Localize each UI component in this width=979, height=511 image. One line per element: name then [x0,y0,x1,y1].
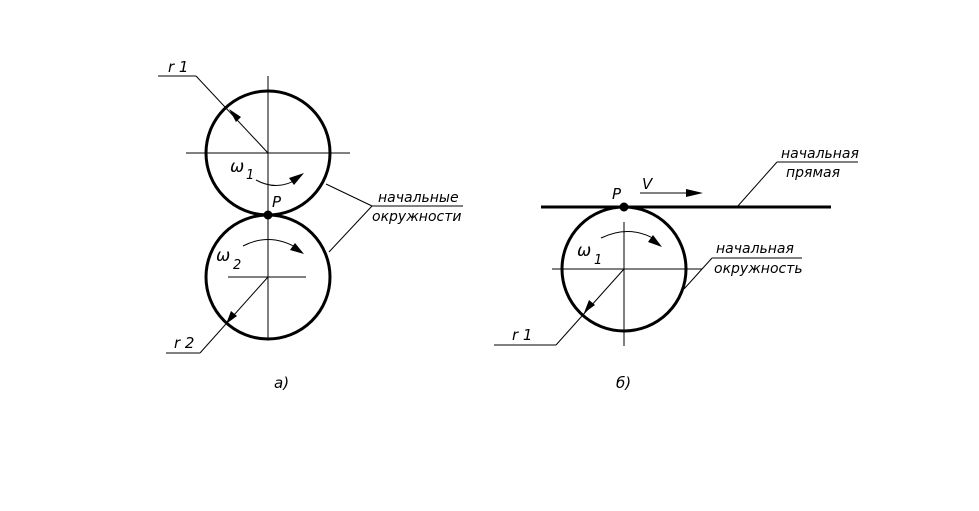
r2-label: r 2 [174,334,194,352]
r1-label: r 1 [168,58,188,76]
omega1-rotation-arc-b [600,231,657,241]
circles-label-leader-lower [328,205,373,253]
omega1-symbol: ω [230,157,244,177]
line-label-line2: прямая [786,165,840,181]
velocity-label: V [642,175,654,193]
omega1-subscript-b: 1 [594,253,602,268]
pitch-point-label: P [272,193,282,211]
omega1-arrowhead-b [648,235,662,247]
omega1-arrowhead [289,173,304,185]
velocity-arrowhead [686,189,703,197]
omega2-subscript: 2 [233,258,241,273]
circle-label-line2: окружность [714,261,803,277]
omega1-subscript: 1 [246,168,254,183]
omega2-symbol: ω [216,246,230,266]
r1-arrowhead-b [584,300,595,313]
r1-arrowhead [229,109,241,122]
figure-b: P V начальная прямая ω 1 начальная окруж… [494,146,859,392]
circle-label-leader [683,257,713,290]
r1-label-b: r 1 [512,326,532,344]
circles-label-line2: окружности [372,209,461,225]
r2-arrowhead [226,311,237,324]
circles-label-leader-upper [325,183,373,207]
circle-label-line1: начальная [716,241,794,257]
omega2-rotation-arc [242,239,298,249]
caption-b: б) [616,374,631,392]
pitch-point-marker [263,210,273,220]
circles-label-line1: начальные [378,190,459,206]
omega1-symbol-b: ω [577,241,591,261]
line-label-line1: начальная [781,146,859,162]
figure-a: P r 1 r 2 ω 1 ω 2 начальные окружности а… [158,58,463,392]
pitch-point-label-b: P [612,185,622,203]
pitch-point-marker-b [619,202,629,212]
line-label-leader [736,161,778,208]
caption-a: а) [274,374,289,392]
omega2-arrowhead [290,243,304,254]
